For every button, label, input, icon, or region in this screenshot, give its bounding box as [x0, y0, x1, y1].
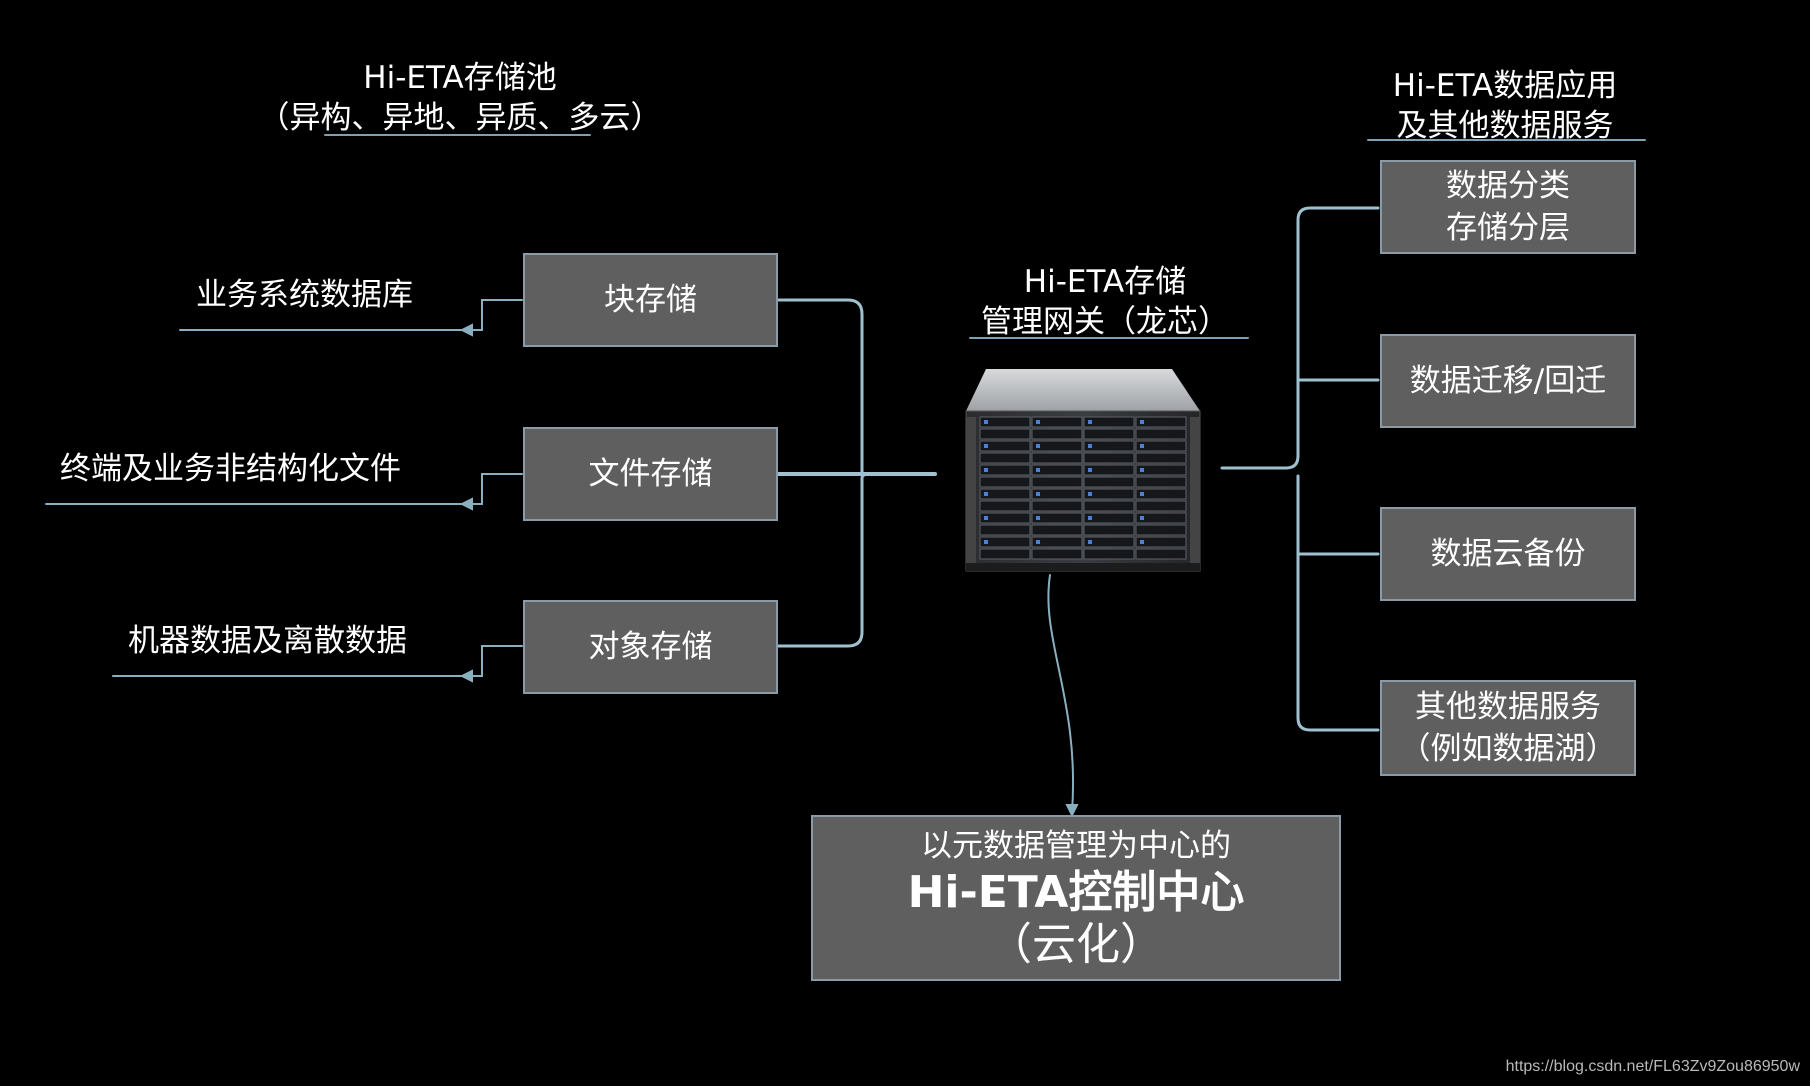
pool-subtitle: （异构、异地、异质、多云） — [258, 100, 662, 136]
pool-heading: Hi-ETA存储池 （异构、异地、异质、多云） — [230, 58, 690, 138]
source-label-file: 终端及业务非结构化文件 — [60, 451, 401, 487]
service-link-4 — [1296, 474, 1380, 732]
control-arrow-head — [1065, 804, 1079, 818]
service-box-migrate: 数据迁移/回迁 — [1380, 334, 1636, 428]
service-3-line1: 数据云备份 — [1430, 536, 1586, 572]
service-2-line1: 数据迁移/回迁 — [1409, 363, 1607, 399]
gateway-title-line2: 管理网关（龙芯） — [981, 304, 1229, 340]
object-source-link — [112, 645, 523, 677]
server-rack-image — [965, 369, 1201, 572]
service-box-other: 其他数据服务 （例如数据湖） — [1380, 680, 1636, 776]
watermark: https://blog.csdn.net/FL63Zv9Zou86950w — [1505, 1058, 1800, 1075]
control-line2: Hi-ETA控制中心 — [907, 867, 1245, 918]
block-storage-link — [776, 298, 937, 476]
object-storage-box: 对象存储 — [523, 600, 778, 694]
object-storage-link — [776, 472, 872, 648]
file-source-link — [45, 473, 523, 505]
apps-title-line2: 及其他数据服务 — [1396, 108, 1614, 144]
service-box-backup: 数据云备份 — [1380, 507, 1636, 601]
arrow-head-3 — [459, 669, 473, 683]
apps-title-line1: Hi-ETA数据应用 — [1392, 68, 1618, 104]
file-storage-box: 文件存储 — [523, 427, 778, 521]
pool-title: Hi-ETA存储池 — [363, 60, 557, 96]
service-1-line1: 数据分类 — [1446, 168, 1570, 204]
arrow-head-2 — [459, 497, 473, 511]
control-center-box: 以元数据管理为中心的 Hi-ETA控制中心 （云化） — [811, 815, 1341, 981]
arrow-head-1 — [459, 323, 473, 337]
file-storage-label: 文件存储 — [588, 456, 713, 492]
block-storage-box: 块存储 — [523, 253, 778, 347]
control-link — [1047, 574, 1074, 813]
gateway-heading: Hi-ETA存储 管理网关（龙芯） — [930, 262, 1280, 342]
service-box-classify: 数据分类 存储分层 — [1380, 160, 1636, 254]
service-4-line2: （例如数据湖） — [1399, 731, 1617, 767]
service-4-line1: 其他数据服务 — [1415, 689, 1601, 725]
block-storage-label: 块存储 — [604, 282, 697, 318]
service-link-1 — [1220, 206, 1380, 470]
source-label-block: 业务系统数据库 — [196, 277, 413, 313]
apps-heading: Hi-ETA数据应用 及其他数据服务 — [1340, 66, 1670, 146]
source-label-object: 机器数据及离散数据 — [128, 623, 407, 659]
block-source-link — [179, 299, 523, 331]
control-line3: （云化） — [988, 919, 1164, 970]
service-1-line2: 存储分层 — [1446, 210, 1570, 246]
gateway-title-line1: Hi-ETA存储 — [1023, 264, 1187, 300]
control-line1: 以元数据管理为中心的 — [921, 828, 1231, 864]
object-storage-label: 对象存储 — [588, 629, 713, 665]
